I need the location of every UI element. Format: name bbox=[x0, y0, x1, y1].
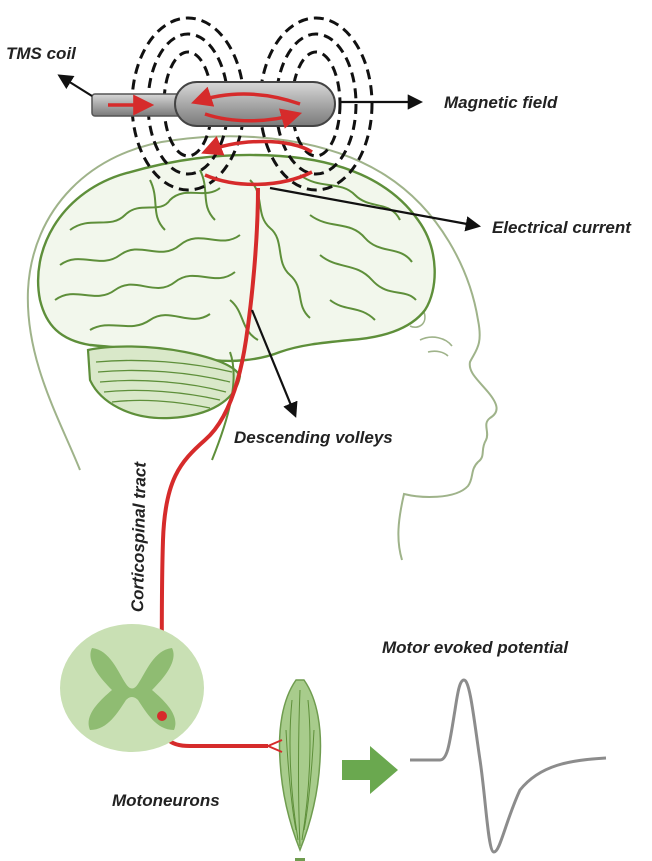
label-corticospinal-tract: Corticospinal tract bbox=[128, 462, 151, 613]
mep-trace bbox=[410, 680, 606, 852]
muscle bbox=[280, 680, 321, 861]
label-motor-evoked-potential: Motor evoked potential bbox=[382, 638, 568, 658]
label-tms-coil: TMS coil bbox=[6, 44, 76, 64]
label-motoneurons: Motoneurons bbox=[112, 791, 220, 811]
brain-cerebrum bbox=[38, 155, 435, 361]
motoneuron-soma bbox=[157, 711, 167, 721]
spinal-cord-section bbox=[60, 624, 204, 752]
eye-detail bbox=[420, 337, 452, 356]
green-arrow-icon bbox=[342, 746, 398, 794]
label-magnetic-field: Magnetic field bbox=[444, 93, 557, 113]
label-electrical-current: Electrical current bbox=[492, 218, 631, 238]
label-descending-volleys: Descending volleys bbox=[234, 428, 393, 448]
